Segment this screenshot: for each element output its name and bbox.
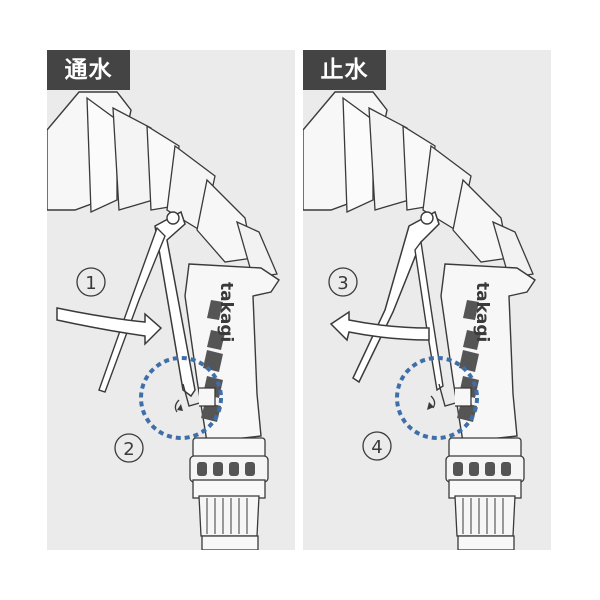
step-2-circle (114, 433, 144, 463)
step-3-number: 3 (337, 273, 348, 294)
brand-text: takagi (216, 282, 236, 342)
step-1-circle (76, 267, 106, 297)
lever-ghost (98, 226, 166, 393)
nozzle-illustration-water-on: takagi 1 2 (47, 91, 280, 550)
panel-label-water-off: 止水 (303, 50, 386, 90)
step-4-number: 4 (371, 437, 382, 458)
release-arrow (329, 310, 430, 342)
lever-inner (414, 240, 444, 392)
latch-arrow-head (427, 402, 434, 410)
step-1-number: 1 (85, 273, 96, 294)
latch-arrow (174, 399, 180, 413)
panel-label-water-on: 通水 (47, 50, 130, 90)
panel-water-off: 止水 takagi 3 4 (303, 50, 551, 550)
nozzle-illustration-water-off: takagi 3 4 (303, 91, 536, 550)
squeeze-arrow (56, 307, 163, 346)
lever-pivot (166, 211, 180, 225)
step-4-circle (362, 431, 392, 461)
latch-highlight-circle (395, 356, 479, 440)
lever-pivot (420, 211, 434, 225)
step-3-circle (328, 267, 358, 297)
latch-block (455, 387, 472, 407)
latch-block (199, 387, 216, 407)
latch-arrow-head (177, 404, 183, 411)
panel-water-on: 通水 takagi 1 2 (47, 50, 295, 550)
brand-text: takagi (472, 282, 492, 342)
latch-highlight-circle (139, 356, 223, 440)
step-2-number: 2 (123, 439, 134, 460)
